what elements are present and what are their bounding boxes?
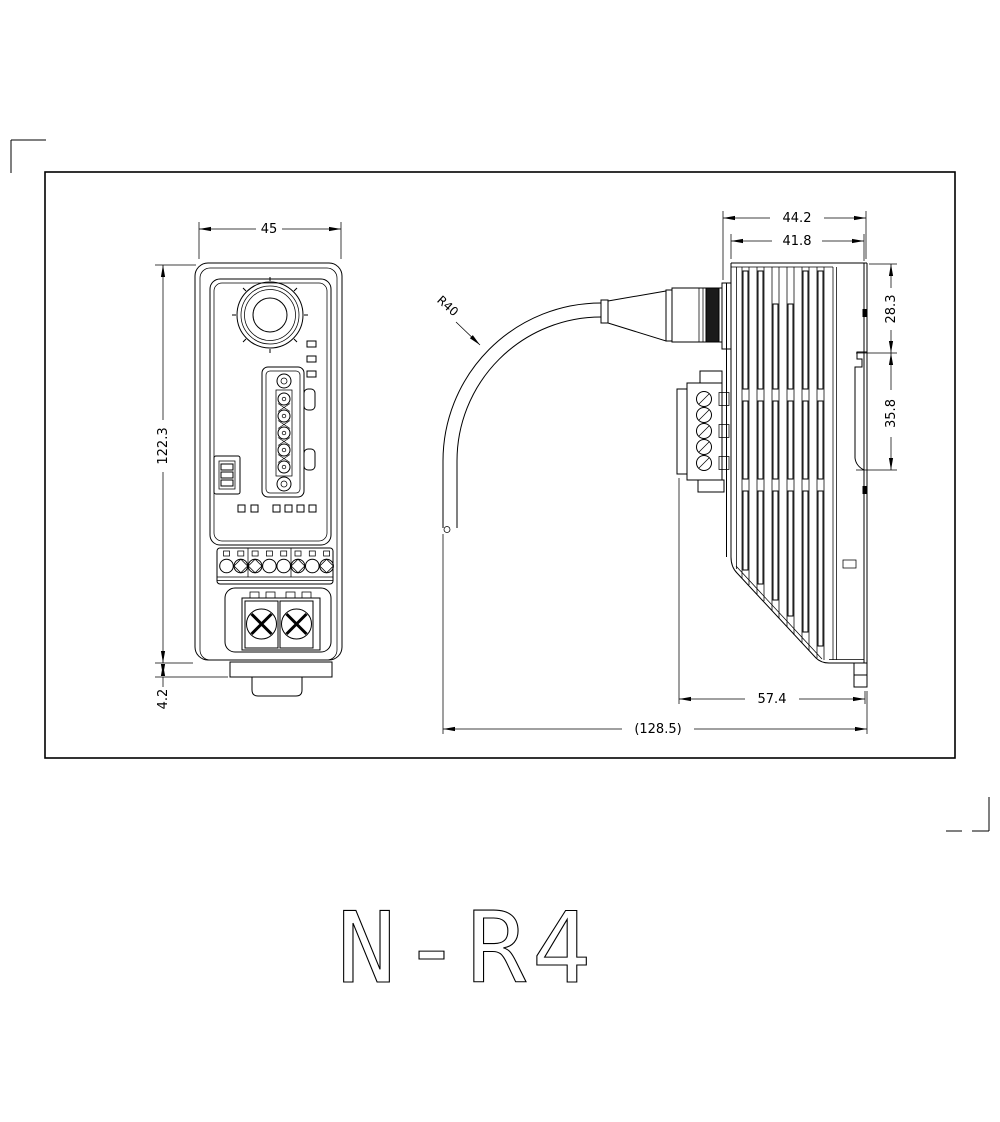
side-view: 44.2 41.8 28.3 35.8 57.4 (128.5) R40 [434, 211, 899, 737]
dim-cable-radius: R40 [434, 293, 461, 319]
status-leds-row [237, 504, 317, 513]
din-foot-lower [853, 674, 868, 688]
corner-mark-bottom-right [946, 797, 990, 832]
dim-side-overall-depth: (128.5) [634, 722, 681, 737]
vent-grille [736, 267, 825, 660]
dim-front-height: 122.3 [156, 427, 171, 464]
front-dimensions: 45 122.3 4.2 [155, 222, 342, 710]
corner-mark-top-left [10, 139, 46, 173]
cable [442, 302, 602, 533]
cable-connector [600, 282, 732, 350]
round-connector [232, 277, 308, 353]
dim-side-rail-height: 35.8 [884, 399, 899, 428]
drawing-title: N-R4 [337, 892, 597, 1006]
dim-side-overall-width: 44.2 [783, 211, 812, 226]
din-foot-upper [853, 662, 868, 676]
front-terminal-block [261, 366, 316, 498]
dim-side-upper-height: 28.3 [884, 295, 899, 324]
drawing-border [10, 139, 990, 832]
dip-switch [213, 455, 241, 495]
dim-side-lower-width: 57.4 [758, 692, 787, 707]
dim-front-width: 45 [261, 222, 278, 237]
status-leds-vertical [306, 340, 317, 378]
terminal-strip [216, 547, 334, 585]
front-view: 45 122.3 4.2 [155, 222, 343, 710]
dim-front-base: 4.2 [156, 689, 171, 710]
side-terminal-block [676, 370, 730, 493]
power-terminal-block [224, 587, 332, 653]
dim-side-body-width: 41.8 [783, 234, 812, 249]
din-rail-profile [853, 309, 868, 688]
din-clip-front [229, 661, 333, 697]
